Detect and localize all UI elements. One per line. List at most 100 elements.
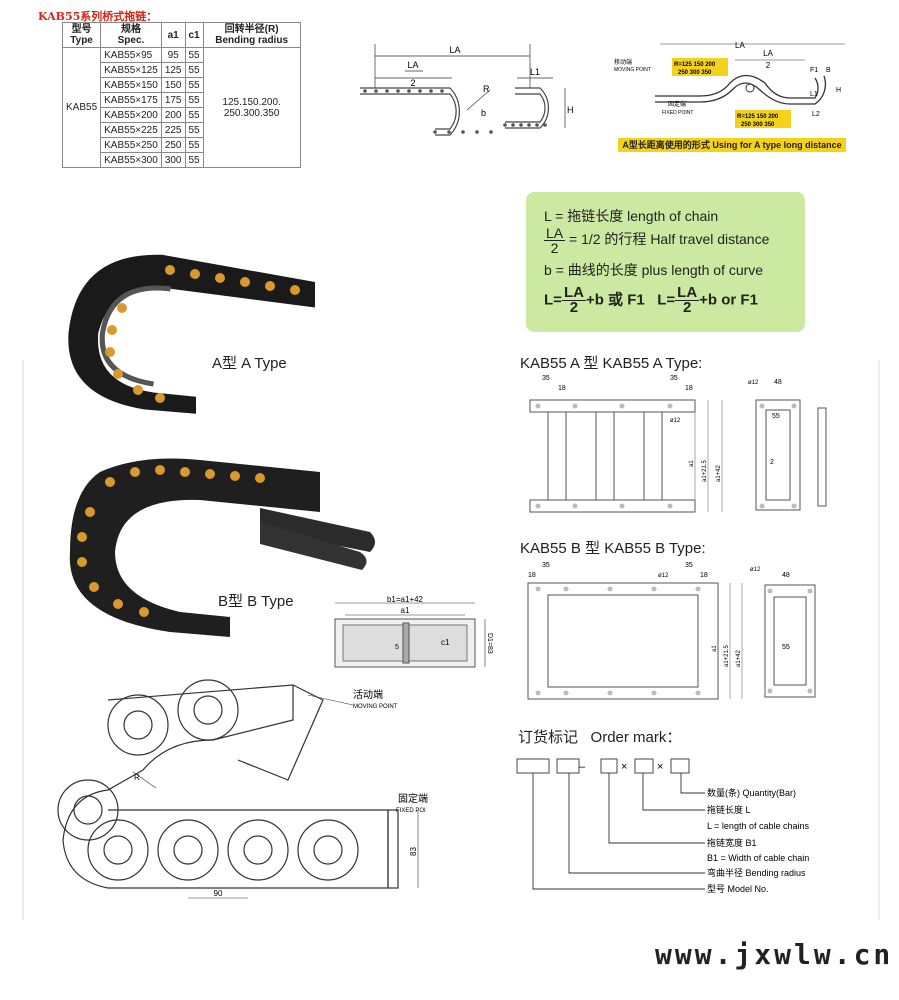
table-cell: KAB55×225 (100, 122, 162, 138)
pin-icon (165, 265, 175, 275)
dim2-la2-den: 2 (766, 61, 771, 70)
table-cell: 55 (184, 152, 204, 168)
eq-frac-2-den: 2 (682, 299, 692, 316)
formula-l: L (544, 208, 552, 224)
chain-fixed-cn: 固定端 (398, 792, 428, 805)
b-type-header: KAB55 B 型 KAB55 B Type: (520, 540, 706, 557)
order-item-3: 拖链宽度 B1 (707, 837, 757, 848)
table-cell: 55 (184, 122, 204, 138)
radius-tag-bot-1: R=125 150 200 (737, 114, 779, 120)
table-cell: 55 (184, 137, 204, 153)
b-type-technical-drawing: 35 18 35 18 ø12 ø12 48 55 a1 a1+21.5 a1+… (527, 562, 816, 700)
dim-c1: c1 (441, 638, 450, 647)
a-dim-2: 2 (770, 459, 774, 466)
eq-frac-1-den: 2 (569, 299, 579, 316)
b-type-label: B型 B Type (218, 593, 294, 610)
table-cell: 55 (184, 47, 204, 63)
chain-moving-cn: 活动端 (353, 688, 383, 701)
dim-d1: D1=83 (486, 633, 493, 654)
link-ring (297, 819, 359, 881)
chain-link-dot (418, 89, 422, 93)
header-en: Spec. (117, 35, 145, 46)
chain-link-drawing: R 活动端 MOVING POINT 固定端 FIXED POI 83 90 (57, 679, 428, 899)
order-item-2: L = length of cable chains (707, 821, 809, 831)
site-brand[interactable]: www.jxwlw.cn (655, 938, 894, 971)
mount-hole (535, 586, 541, 592)
dim-5: 5 (395, 644, 399, 651)
a-type-technical-drawing: 35 18 35 18 ø12 ø12 48 55 2 a1 a1+21.5 a… (529, 375, 827, 513)
mount-hole (651, 690, 657, 696)
link-ring-inner (313, 835, 343, 865)
chain-link-dot (440, 89, 444, 93)
table-cell: 250 (160, 137, 186, 153)
chain-link-dot (543, 123, 547, 127)
radius-tag-bottom (735, 110, 791, 128)
frac-num: LA (544, 225, 566, 241)
b-dim-35-left: 35 (542, 562, 550, 569)
pin-icon (190, 269, 200, 279)
table-cell: KAB55×150 (100, 77, 162, 93)
order-item-4: B1 = Width of cable chain (707, 853, 809, 863)
table-header-cell: 回转半径(R)Bending radius (202, 22, 301, 48)
a-dim-a1p42: a1+42 (716, 464, 722, 482)
pin-icon (290, 285, 300, 295)
frac-den: 2 (550, 240, 559, 256)
dim-83: 83 (409, 847, 418, 856)
chain-link-dot (433, 130, 437, 134)
travel-diagram: LA LA 2 R b H L1 (360, 44, 574, 136)
dim-h: H (567, 105, 574, 115)
eq-end: +b or F1 (699, 291, 758, 309)
table-cell: KAB55×300 (100, 152, 162, 168)
mount-hole (767, 588, 773, 594)
b-dim-35-right: 35 (685, 562, 693, 569)
header-cn: a1 (167, 29, 179, 41)
fixed-en: FIXED POINT (662, 110, 693, 116)
pin-icon (85, 507, 95, 517)
header-en: Bending radius (215, 35, 289, 46)
order-item-5: 弯曲半径 Bending radius (707, 867, 806, 878)
mount-hole (619, 403, 625, 409)
chain-fixed-en: FIXED POI (396, 808, 426, 814)
b-type-chain-photo (69, 458, 375, 637)
pin-icon (89, 582, 99, 592)
mount-hole (535, 403, 541, 409)
link-ring-inner (173, 835, 203, 865)
pin-icon (105, 347, 115, 357)
chain-link-dot (461, 130, 465, 134)
chain-link-dot (503, 123, 507, 127)
order-title-en: Order mark： (590, 729, 682, 746)
header-cn: 规格 (120, 24, 141, 35)
table-header-cell: c1 (184, 22, 204, 48)
a-type-label: A型 A Type (212, 355, 287, 372)
order-item-1: 拖链长度 L (707, 804, 751, 815)
chain-link-dot (396, 89, 400, 93)
link-ring-inner (73, 795, 103, 825)
pin-icon (155, 393, 165, 403)
pin-icon (180, 467, 190, 477)
chain-link-dot (407, 89, 411, 93)
right-edge-strip (878, 360, 880, 920)
a-dim-d12: ø12 (670, 418, 681, 424)
dim2-la2-num: LA (763, 49, 773, 58)
chain-link-dot (519, 123, 523, 127)
a-dim-55: 55 (772, 413, 780, 420)
chain-link-dot (535, 123, 539, 127)
mount-hole (759, 503, 765, 509)
table-cell: 55 (184, 92, 204, 108)
mount-hole (695, 586, 701, 592)
table-cell: 55 (184, 107, 204, 123)
dim2-f1: F1 (810, 67, 818, 74)
pin-icon (77, 532, 87, 542)
table-cell: KAB55×95 (100, 47, 162, 63)
pin-icon (265, 281, 275, 291)
chain-link-dot (511, 123, 515, 127)
dim-la2-num: LA (407, 60, 418, 70)
mount-hole (807, 688, 813, 694)
